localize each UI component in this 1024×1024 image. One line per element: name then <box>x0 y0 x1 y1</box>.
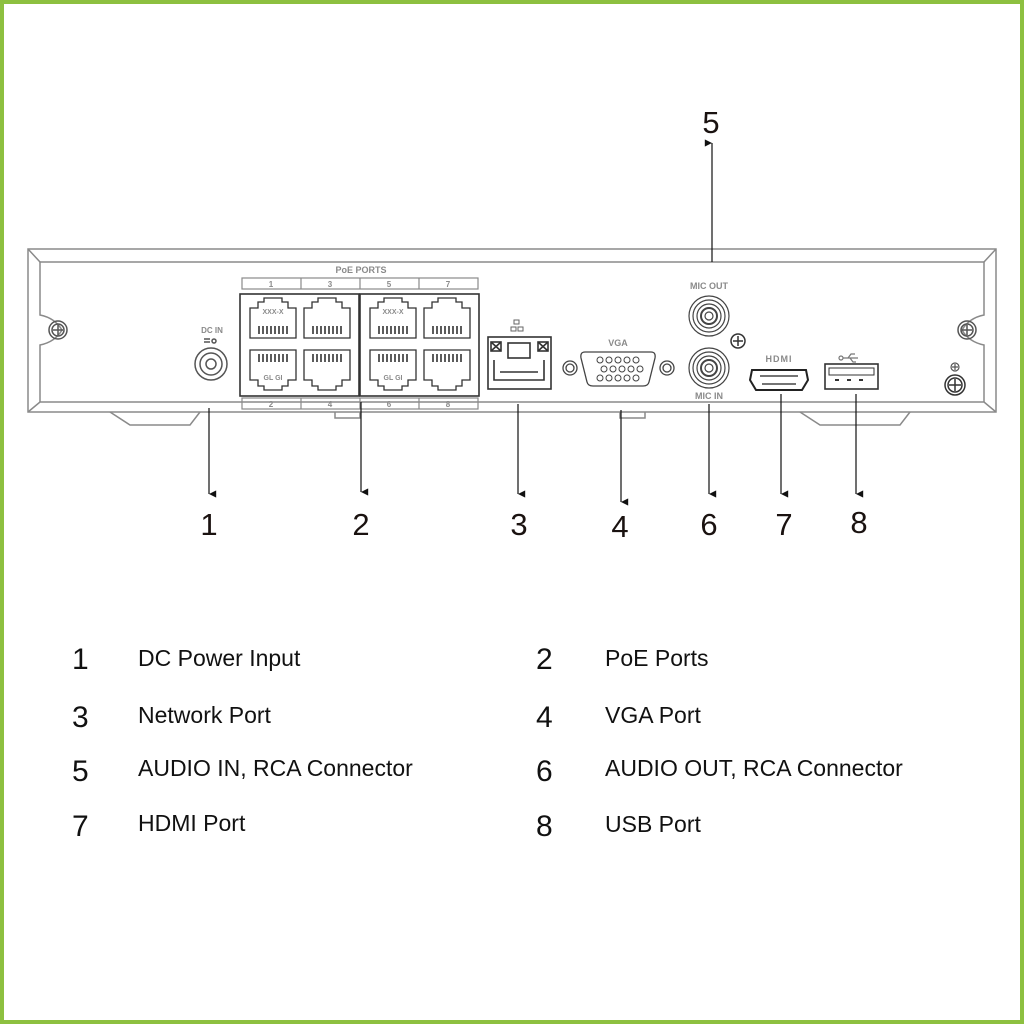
poe-tag: GL GI <box>384 375 403 382</box>
ground-screw-icon <box>730 333 746 349</box>
hdmi-port <box>748 369 810 391</box>
legend-number: 7 <box>72 810 89 843</box>
vga-port <box>562 351 675 387</box>
legend-text: DC Power Input <box>138 645 301 671</box>
callout-number-3: 3 <box>510 507 527 542</box>
vga-pin <box>627 365 635 373</box>
legend-text: AUDIO IN, RCA Connector <box>138 755 413 781</box>
vga-pin <box>623 356 631 364</box>
poe-port-number: 5 <box>387 280 392 289</box>
poe-port-number: 1 <box>269 280 274 289</box>
poe-tag: XXX-X <box>382 309 403 316</box>
screw-icon-right <box>957 320 977 340</box>
legend-text: USB Port <box>605 811 701 837</box>
callout-number-8: 8 <box>850 505 867 540</box>
mic-out-rca-jack <box>688 295 730 337</box>
chassis-ground-screw <box>944 374 966 396</box>
rj45-jack <box>423 349 471 391</box>
vga-pin <box>609 365 617 373</box>
vga-pin <box>600 365 608 373</box>
poe-number-boxes <box>241 277 479 410</box>
callout-number-5: 5 <box>702 105 719 140</box>
legend-text: HDMI Port <box>138 810 246 836</box>
vga-label: VGA <box>608 338 628 348</box>
hdmi-label: HDMI <box>766 354 793 364</box>
legend-number: 1 <box>72 643 89 676</box>
rj45-jack <box>369 297 417 339</box>
chassis-outline <box>27 248 997 426</box>
callout-number-4: 4 <box>611 509 628 544</box>
vga-pin <box>632 356 640 364</box>
legend-number: 5 <box>72 755 89 788</box>
poe-port-housing <box>239 293 480 397</box>
legend-number: 4 <box>536 701 553 734</box>
legend-text: PoE Ports <box>605 645 709 671</box>
vga-pin <box>614 374 622 382</box>
network-icon <box>510 319 524 332</box>
poe-ports-header: PoE PORTS <box>335 265 386 275</box>
rj45-jack <box>369 349 417 391</box>
network-port <box>487 336 552 390</box>
rj45-jack <box>303 349 351 391</box>
poe-port-number: 6 <box>387 400 392 409</box>
dc-in-label: DC IN <box>201 326 223 335</box>
callout-number-1: 1 <box>200 507 217 542</box>
vga-pin <box>605 356 613 364</box>
rj45-jack <box>249 297 297 339</box>
rj45-jack <box>423 297 471 339</box>
mic-in-rca-jack <box>688 347 730 389</box>
poe-tag: GL GI <box>264 375 283 382</box>
callout-number-2: 2 <box>352 507 369 542</box>
vga-pin <box>636 365 644 373</box>
mic-in-label: MIC IN <box>695 391 723 401</box>
rj45-jack <box>303 297 351 339</box>
poe-port-number: 4 <box>328 400 333 409</box>
dc-power-jack <box>194 338 228 381</box>
legend-text: VGA Port <box>605 702 701 728</box>
poe-port-number: 2 <box>269 400 274 409</box>
poe-port-number: 7 <box>446 280 451 289</box>
legend-number: 8 <box>536 810 553 843</box>
vga-pins <box>596 356 644 382</box>
poe-tag: XXX-X <box>262 309 283 316</box>
usb-port <box>824 363 879 390</box>
screw-icon-left <box>48 320 68 340</box>
legend-text: AUDIO OUT, RCA Connector <box>605 755 903 781</box>
vga-pin <box>632 374 640 382</box>
mic-out-label: MIC OUT <box>690 281 728 291</box>
vga-pin <box>623 374 631 382</box>
poe-port-number: 8 <box>446 400 451 409</box>
legend-text: Network Port <box>138 702 271 728</box>
callout-lines <box>208 139 864 506</box>
legend-number: 3 <box>72 701 89 734</box>
usb-icon <box>838 353 858 363</box>
legend-number: 2 <box>536 643 553 676</box>
callout-number-6: 6 <box>700 507 717 542</box>
poe-rj45-jacks <box>249 297 471 391</box>
vga-pin <box>614 356 622 364</box>
vga-pin <box>618 365 626 373</box>
vga-pin <box>596 374 604 382</box>
legend-number: 6 <box>536 755 553 788</box>
poe-port-number: 3 <box>328 280 333 289</box>
vga-pin <box>605 374 613 382</box>
vga-pin <box>596 356 604 364</box>
ground-icon <box>950 362 960 372</box>
callout-number-7: 7 <box>775 507 792 542</box>
rj45-jack <box>249 349 297 391</box>
